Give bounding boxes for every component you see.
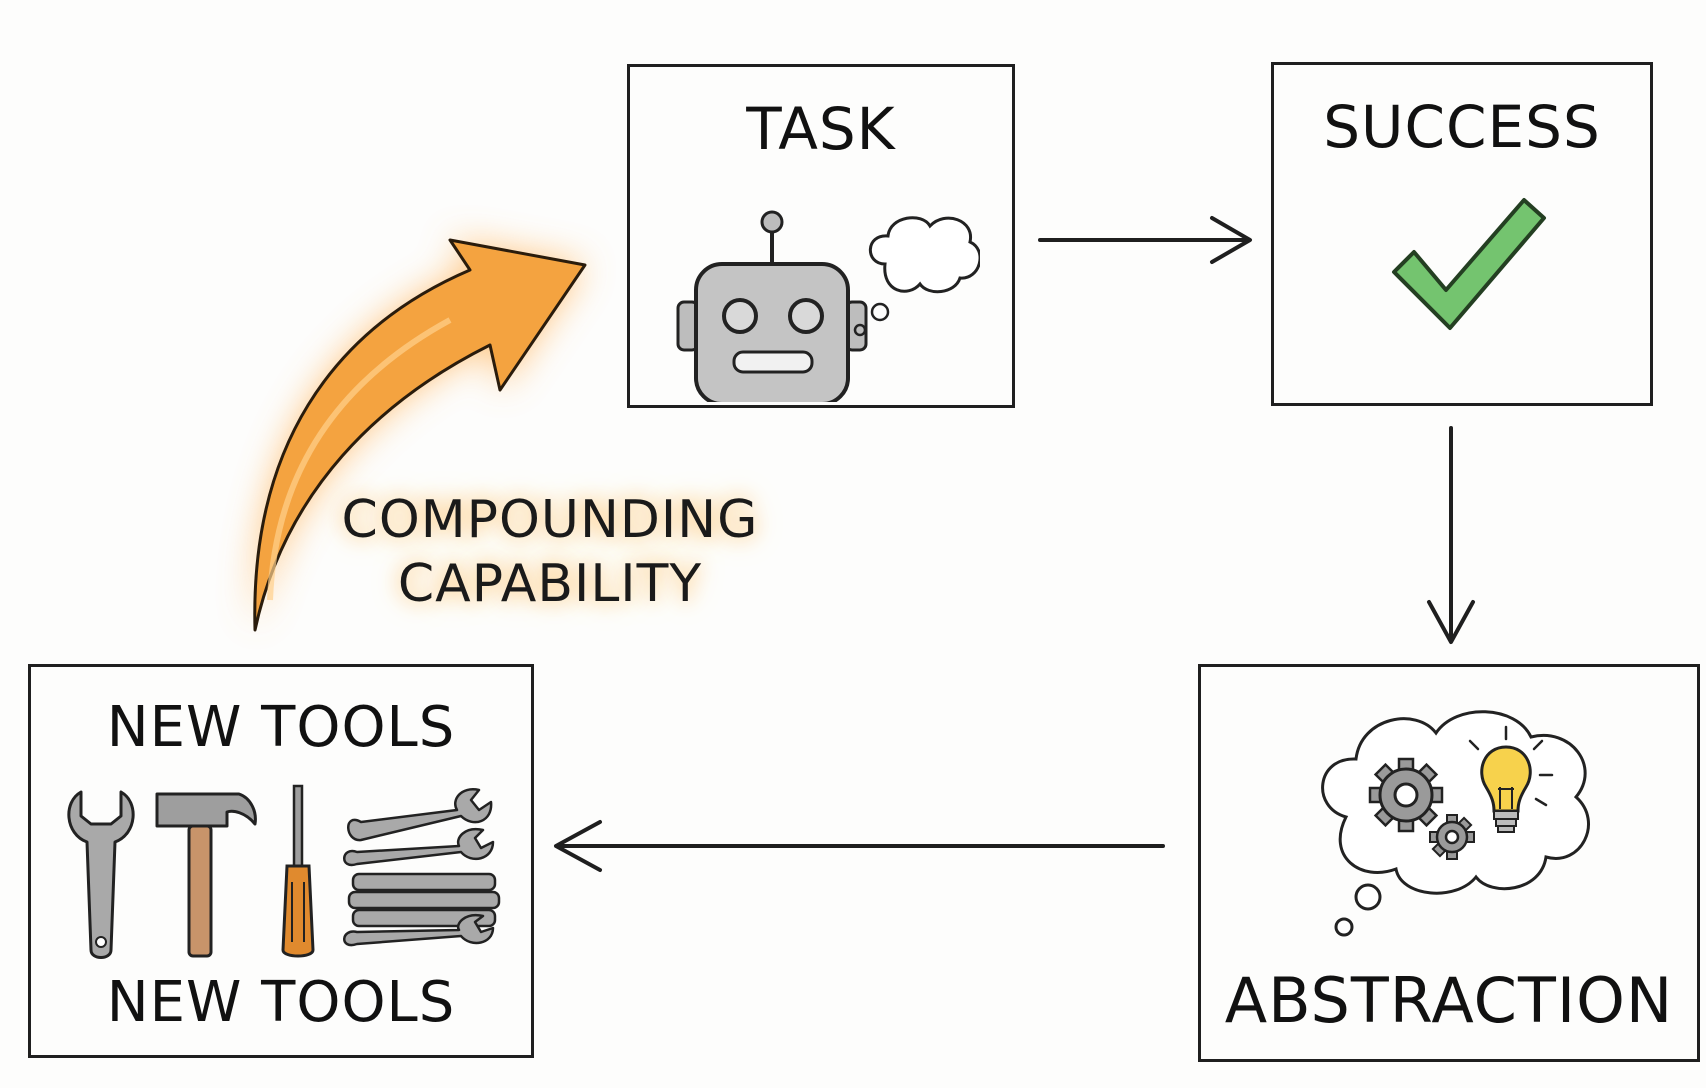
robot-icon [676, 210, 980, 402]
compounding-capability-label: COMPOUNDING CAPABILITY [330, 488, 770, 616]
gear-icon [1368, 757, 1444, 833]
abstraction-title: ABSTRACTION [1224, 964, 1674, 1037]
compounding-label-line1: COMPOUNDING [341, 490, 759, 550]
abstraction-thought-cloud [1321, 710, 1590, 937]
hammer-icon [155, 792, 257, 958]
task-title: TASK [746, 95, 896, 163]
small-gear-icon [1429, 814, 1475, 860]
checkmark-icon [1392, 198, 1546, 330]
lightbulb-icon [1468, 725, 1554, 833]
arrow-success-to-abstraction [1427, 426, 1475, 644]
new-tools-node: NEW TOOLS [28, 664, 534, 1058]
arrow-abstraction-to-new-tools [554, 820, 1165, 872]
compounding-arrow [253, 238, 587, 632]
new-tools-title-top: NEW TOOLS [106, 695, 456, 760]
thought-cloud-icon [853, 216, 980, 337]
wrench-stack-icon [343, 788, 501, 947]
abstraction-node: ABSTRACTION [1198, 664, 1700, 1062]
wrench-icon [67, 790, 135, 959]
screwdriver-icon [281, 784, 315, 958]
new-tools-title-bottom: NEW TOOLS [106, 970, 456, 1035]
compounding-label-line2: CAPABILITY [397, 554, 703, 614]
task-node: TASK [627, 64, 1015, 408]
success-node: SUCCESS [1271, 62, 1653, 406]
arrow-task-to-success [1038, 216, 1252, 264]
tools-illustration [67, 784, 501, 959]
success-title: SUCCESS [1323, 93, 1601, 161]
